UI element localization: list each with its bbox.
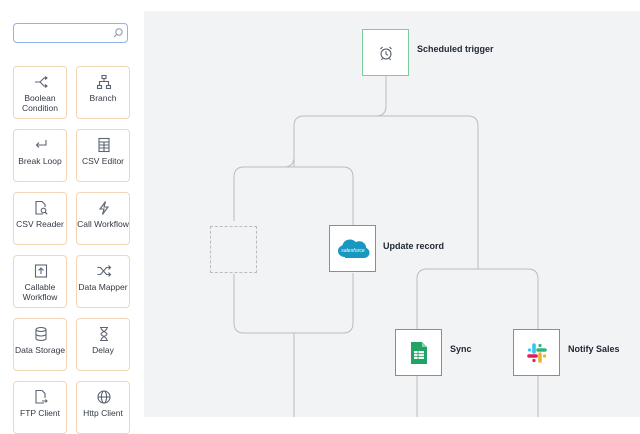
document-search-icon: [35, 200, 48, 215]
google-sheets-icon: [411, 342, 427, 364]
palette-item-branch[interactable]: Branch: [76, 66, 130, 119]
spreadsheet-icon: [98, 137, 110, 153]
scheduled-trigger-node[interactable]: [362, 29, 409, 76]
notify-sales-label: Notify Sales: [568, 344, 620, 354]
sync-node[interactable]: [395, 329, 442, 376]
palette-item-delay[interactable]: Delay: [76, 318, 130, 371]
search-input[interactable]: [18, 26, 110, 40]
empty-step-placeholder[interactable]: [210, 226, 257, 273]
palette-item-label: Break Loop: [18, 156, 62, 166]
return-arrow-icon: [35, 140, 47, 148]
salesforce-logo-text: salesforce: [341, 248, 365, 254]
inbox-up-icon: [34, 264, 48, 278]
palette-item-label: Data Storage: [14, 345, 66, 355]
palette-item-label: CSV Reader: [16, 219, 64, 229]
branch-tree-icon: [96, 74, 112, 90]
salesforce-logo: salesforce: [338, 239, 370, 258]
database-icon: [35, 326, 47, 342]
search-box[interactable]: [13, 23, 128, 43]
notify-sales-node[interactable]: [513, 329, 560, 376]
palette-item-data-mapper[interactable]: Data Mapper: [76, 255, 130, 308]
split-arrows-icon: [35, 76, 48, 88]
palette-item-data-storage[interactable]: Data Storage: [13, 318, 67, 371]
palette-item-http-client[interactable]: Http Client: [76, 381, 130, 434]
palette-item-label: Boolean Condition: [22, 93, 58, 113]
palette-item-break-loop[interactable]: Break Loop: [13, 129, 67, 182]
update-record-label: Update record: [383, 241, 445, 251]
sync-label: Sync: [450, 344, 472, 354]
palette-item-label: Call Workflow: [77, 219, 129, 229]
lightning-icon: [98, 201, 110, 215]
search-icon[interactable]: [112, 27, 124, 39]
palette-item-callable-workflow[interactable]: Callable Workflow: [13, 255, 67, 308]
slack-logo: [527, 343, 547, 363]
workflow-canvas[interactable]: Scheduled trigger salesforce Update reco…: [144, 11, 640, 417]
globe-icon: [97, 390, 111, 404]
palette-item-label: FTP Client: [20, 408, 60, 418]
palette-item-ftp-client[interactable]: FTP Client: [13, 381, 67, 434]
palette-item-label: Delay: [92, 345, 114, 355]
palette-item-csv-editor[interactable]: CSV Editor: [76, 129, 130, 182]
scheduled-trigger-label: Scheduled trigger: [417, 44, 494, 54]
update-record-node[interactable]: salesforce: [329, 225, 376, 272]
shuffle-icon: [97, 265, 112, 277]
palette-item-label: Http Client: [83, 408, 123, 418]
palette-item-label: Data Mapper: [78, 282, 128, 292]
palette-item-label: Branch: [89, 93, 117, 103]
alarm-clock-icon: [380, 46, 392, 61]
palette-item-label: Callable Workflow: [22, 282, 58, 302]
palette-item-csv-reader[interactable]: CSV Reader: [13, 192, 67, 245]
palette-item-label: CSV Editor: [81, 156, 125, 166]
file-transfer-icon: [35, 389, 48, 404]
connector-lines: [233, 76, 539, 417]
palette-item-boolean-condition[interactable]: Boolean Condition: [13, 66, 67, 119]
step-palette: Boolean Condition Branch Break Loop CSV …: [0, 0, 144, 434]
palette-item-call-workflow[interactable]: Call Workflow: [76, 192, 130, 245]
hourglass-icon: [100, 326, 108, 342]
